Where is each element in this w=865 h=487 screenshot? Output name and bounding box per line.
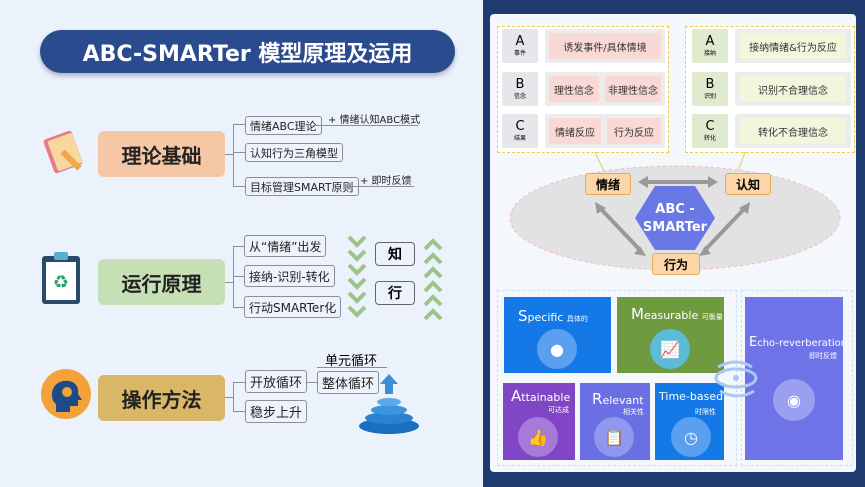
notebook-icon bbox=[42, 128, 90, 176]
card-attainable: Attainable 可达成 👍 bbox=[503, 383, 575, 460]
card-relevant: Relevant 相关性 📋 bbox=[580, 383, 650, 460]
activating-event: 诱发事件/具体情境 bbox=[549, 33, 661, 59]
category-mechanism: 运行原理 bbox=[98, 259, 225, 305]
branch-accept-identify-transform: 接纳-识别-转化 bbox=[244, 265, 335, 287]
hexagon-center-label: ABC - SMARTer bbox=[642, 202, 708, 235]
branch-action-smarter: 行动SMARTer化 bbox=[244, 296, 342, 318]
card-echo-reverberation: Echo-reverberation 即时反馈 ◉ bbox=[745, 297, 847, 460]
card-time-based: Time-based 时限性 ◷ bbox=[655, 383, 724, 460]
note-feedback: + 即时反馈 bbox=[360, 176, 412, 187]
irrational-belief: 非理性信念 bbox=[605, 76, 661, 102]
card-measurable: Measurable 可衡量 📈 bbox=[617, 297, 724, 373]
node-behavior: 行为 bbox=[652, 253, 700, 275]
rational-belief: 理性信念 bbox=[549, 76, 599, 102]
head-gears-icon bbox=[40, 368, 92, 420]
category-operation: 操作方法 bbox=[98, 375, 225, 421]
branch-abc-theory: 情绪ABC理论 bbox=[245, 116, 322, 135]
node-emotion: 情绪 bbox=[585, 173, 631, 195]
branch-open-loop: 开放循环 bbox=[245, 370, 308, 393]
identify-belief: 识别不合理信念 bbox=[740, 76, 846, 102]
location-pin-icon: ● bbox=[537, 329, 577, 369]
thumbs-up-icon: 👍 bbox=[518, 417, 558, 457]
clock-icon: ◷ bbox=[671, 417, 711, 457]
note-abc-mode: + 情绪认知ABC模式 bbox=[328, 115, 421, 126]
category-theory: 理论基础 bbox=[98, 131, 225, 177]
node-cognition: 认知 bbox=[725, 173, 771, 195]
transform-belief: 转化不合理信念 bbox=[740, 118, 846, 144]
act-box: 行 bbox=[375, 281, 415, 305]
branch-from-emotion: 从“情绪”出发 bbox=[244, 235, 327, 257]
up-chevrons-icon bbox=[423, 237, 443, 325]
emotional-response: 情绪反应 bbox=[549, 118, 601, 144]
clipboard-icon: 📋 bbox=[594, 417, 634, 457]
chart-growth-icon: 📈 bbox=[650, 329, 690, 369]
unit-loop-label: 单元循环 bbox=[325, 354, 378, 369]
branch-cbt-triangle: 认知行为三角模型 bbox=[245, 143, 343, 162]
svg-text:♻: ♻ bbox=[53, 272, 69, 293]
card-specific: Specific 具体的 ● bbox=[504, 297, 611, 373]
behavioral-response: 行为反应 bbox=[607, 118, 661, 144]
know-box: 知 bbox=[375, 242, 415, 266]
page-title: ABC-SMARTer 模型原理及运用 bbox=[40, 30, 455, 73]
branch-steady-rise: 稳步上升 bbox=[245, 400, 308, 423]
accept-emotion: 接纳情绪&行为反应 bbox=[740, 33, 846, 59]
down-chevrons-icon bbox=[347, 233, 367, 321]
feedback-head-icon: ◉ bbox=[773, 379, 815, 421]
branch-smart-principle: 目标管理SMART原则 bbox=[245, 177, 359, 196]
cycle-eye-icon bbox=[714, 360, 758, 398]
branch-overall-loop: 整体循环 bbox=[317, 371, 380, 394]
spiral-arrow-icon bbox=[356, 372, 422, 436]
recycle-clipboard-icon: ♻ bbox=[40, 250, 82, 306]
